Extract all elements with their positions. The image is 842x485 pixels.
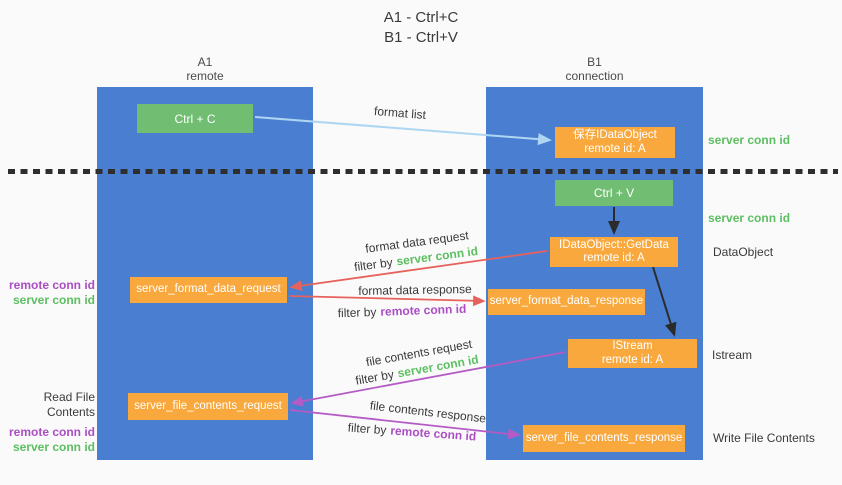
istream-node: IStream remote id: A xyxy=(568,339,697,368)
ctrl-c-node: Ctrl + C xyxy=(137,104,253,133)
idataobject-getdata-node: IDataObject::GetData remote id: A xyxy=(550,237,678,267)
lane-a1-name: A1 xyxy=(197,55,213,69)
server-conn-id-annotation-top: server conn id xyxy=(708,133,791,147)
filter-by-text: filter by xyxy=(337,304,377,321)
ctrl-v-node: Ctrl + V xyxy=(555,180,673,206)
lane-header-b1: B1 connection xyxy=(486,55,703,83)
server-conn-id-annotation-mid: server conn id xyxy=(708,211,791,225)
server-format-data-request-label: server_format_data_request xyxy=(136,283,281,296)
lane-b1-subtitle: connection xyxy=(565,69,624,83)
lane-b1-name: B1 xyxy=(587,55,602,69)
remote-conn-id-annotation-2: remote conn id xyxy=(8,425,95,439)
save-idataobject-line2: remote id: A xyxy=(584,142,646,155)
format-list-arrow xyxy=(254,116,552,146)
format-data-response-arrow xyxy=(288,295,486,307)
filter-by-text: filter by xyxy=(347,420,387,438)
getdata-line2: remote id: A xyxy=(583,252,645,264)
server-format-data-response-node: server_format_data_response xyxy=(488,289,645,315)
istream-annotation: Istream xyxy=(712,348,753,362)
file-contents-response-arrow xyxy=(289,409,521,440)
write-file-contents-annotation: Write File Contents xyxy=(713,431,815,445)
file-request-annotations: Read File Contents remote conn id server… xyxy=(0,390,95,455)
title-line-2: B1 - Ctrl+V xyxy=(384,29,458,46)
remote-conn-id-annotation-1: remote conn id xyxy=(8,278,95,292)
save-idataobject-node: 保存IDataObject remote id: A xyxy=(555,127,675,158)
read-file-contents-annotation: Read File Contents xyxy=(43,390,95,419)
lane-header-a1: A1 remote xyxy=(97,55,313,83)
server-file-contents-request-label: server_file_contents_request xyxy=(134,399,282,412)
lane-a1-subtitle: remote xyxy=(186,69,224,83)
diagram-title: A1 - Ctrl+C B1 - Ctrl+V xyxy=(0,8,842,48)
server-conn-id-annotation-1: server conn id xyxy=(12,293,95,307)
save-idataobject-line1: 保存IDataObject xyxy=(573,129,657,141)
remote-conn-id-key: remote conn id xyxy=(380,301,467,319)
ctrl-c-label: Ctrl + C xyxy=(174,111,216,126)
server-file-contents-response-node: server_file_contents_response xyxy=(523,425,685,452)
server-file-contents-response-label: server_file_contents_response xyxy=(525,431,683,444)
server-file-contents-request-node: server_file_contents_request xyxy=(128,393,288,420)
ctrl-v-label: Ctrl + V xyxy=(593,186,635,200)
dataobject-annotation: DataObject xyxy=(713,245,774,259)
getdata-to-istream-arrow xyxy=(652,266,677,337)
server-conn-id-annotation-2: server conn id xyxy=(12,440,95,454)
format-request-conn-ids: remote conn id server conn id xyxy=(0,278,95,308)
title-line-1: A1 - Ctrl+C xyxy=(383,9,459,26)
istream-line2: remote id: A xyxy=(601,353,664,366)
server-format-data-request-node: server_format_data_request xyxy=(130,277,287,303)
format-data-response-label: format data response xyxy=(358,282,472,298)
file-contents-request-arrow xyxy=(290,351,567,407)
istream-line1: IStream xyxy=(612,340,653,352)
dotted-divider-line xyxy=(8,169,838,174)
format-data-request-arrow xyxy=(289,250,548,291)
getdata-line1: IDataObject::GetData xyxy=(559,238,669,251)
server-format-data-response-label: server_format_data_response xyxy=(489,295,644,308)
